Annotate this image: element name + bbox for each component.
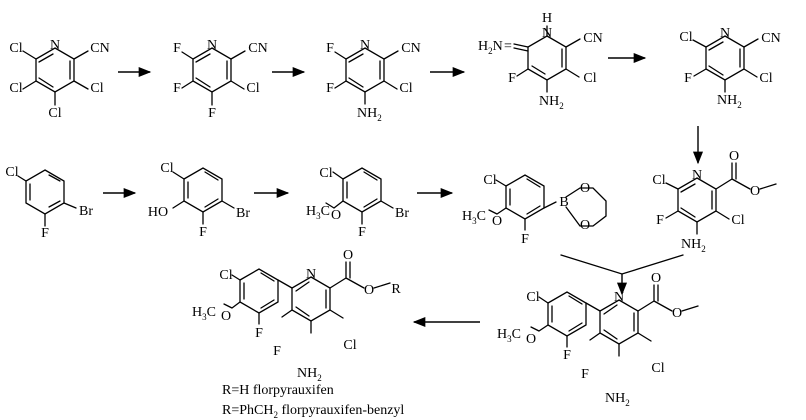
- compound-7-bromochlorofluorophenol: Cl HO Br F: [148, 161, 250, 240]
- compound-9-aryl-dioxaborinane: Cl H3C O B O O F: [462, 173, 607, 247]
- svg-text:F: F: [521, 232, 529, 247]
- svg-text:N: N: [360, 38, 370, 53]
- caption-florpyrauxifen: R=H florpyrauxifen: [222, 383, 334, 398]
- svg-text:HO: HO: [148, 205, 168, 220]
- compound-8-bromochlorofluoroanisole: Cl H3C O Br F: [306, 166, 409, 240]
- svg-text:Br: Br: [236, 206, 250, 221]
- svg-text:F: F: [326, 81, 334, 96]
- svg-text:Cl: Cl: [9, 81, 22, 96]
- svg-text:O: O: [580, 181, 590, 196]
- svg-text:N: N: [50, 38, 60, 53]
- svg-text:H2N: H2N: [478, 39, 503, 56]
- svg-text:CN: CN: [761, 31, 780, 46]
- svg-text:Cl: Cl: [526, 290, 539, 305]
- svg-text:H3C: H3C: [497, 327, 521, 344]
- svg-text:Cl: Cl: [48, 106, 61, 121]
- svg-text:O: O: [672, 306, 682, 321]
- compound-2-trifluoro-chloro-picolinonitrile: N CN F F Cl F: [173, 38, 268, 121]
- compound-11-coupled-methyl-ester: Cl H3C O F N O O F Cl NH2: [497, 271, 699, 408]
- svg-text:O: O: [492, 214, 502, 229]
- svg-text:H3C: H3C: [462, 209, 486, 226]
- compound-4-hydrazinyl-intermediate: H N CN H2N = F Cl NH2: [478, 11, 603, 111]
- svg-text:Cl: Cl: [246, 81, 259, 96]
- compound-10-methyl-aminochlorofluoropicolinate: N O O Cl F Cl NH2: [652, 149, 777, 254]
- svg-text:O: O: [651, 271, 661, 286]
- svg-text:H: H: [542, 11, 552, 26]
- svg-text:CN: CN: [401, 41, 420, 56]
- svg-text:Cl: Cl: [399, 81, 412, 96]
- svg-text:Cl: Cl: [9, 41, 22, 56]
- svg-text:NH2: NH2: [605, 391, 630, 408]
- svg-text:N: N: [207, 38, 217, 53]
- coupling-lines: [560, 254, 684, 275]
- svg-text:F: F: [326, 41, 334, 56]
- svg-text:CN: CN: [583, 31, 602, 46]
- svg-text:H3C: H3C: [192, 305, 216, 322]
- compound-1-tetrachloropicolinonitrile: N CN Cl Cl Cl Cl: [9, 38, 109, 121]
- svg-text:O: O: [729, 149, 739, 164]
- svg-text:F: F: [41, 226, 49, 241]
- svg-text:CN: CN: [248, 41, 267, 56]
- svg-text:B: B: [559, 195, 568, 210]
- svg-text:O: O: [580, 218, 590, 233]
- svg-text:F: F: [581, 367, 589, 382]
- svg-text:F: F: [656, 213, 664, 228]
- svg-text:N: N: [720, 26, 730, 41]
- svg-text:Cl: Cl: [219, 268, 232, 283]
- svg-text:NH2: NH2: [539, 94, 564, 111]
- compound-3-aminopicolinonitrile: N CN F F Cl NH2: [326, 38, 421, 123]
- compound-6-bromochlorofluorobenzene: Cl Br F: [5, 165, 93, 241]
- svg-text:O: O: [750, 184, 760, 199]
- svg-text:O: O: [364, 283, 374, 298]
- svg-text:F: F: [208, 106, 216, 121]
- svg-text:Cl: Cl: [652, 173, 665, 188]
- svg-text:Br: Br: [395, 206, 409, 221]
- svg-text:Cl: Cl: [731, 213, 744, 228]
- svg-text:O: O: [526, 332, 536, 347]
- svg-text:CN: CN: [90, 41, 109, 56]
- svg-text:NH2: NH2: [357, 106, 382, 123]
- svg-text:Br: Br: [79, 204, 93, 219]
- svg-text:F: F: [508, 71, 516, 86]
- compound-12-florpyrauxifen: Cl H3C O F N O O R F Cl NH2: [192, 248, 401, 383]
- svg-text:=: =: [504, 39, 512, 54]
- svg-text:N: N: [614, 290, 624, 305]
- svg-text:O: O: [331, 208, 341, 223]
- svg-text:Cl: Cl: [160, 161, 173, 176]
- svg-text:F: F: [173, 41, 181, 56]
- svg-text:Cl: Cl: [759, 71, 772, 86]
- svg-text:O: O: [221, 309, 231, 324]
- svg-text:N: N: [692, 168, 702, 183]
- svg-text:Cl: Cl: [319, 166, 332, 181]
- svg-text:Cl: Cl: [651, 361, 664, 376]
- svg-text:N: N: [542, 26, 552, 41]
- svg-text:H3C: H3C: [306, 204, 330, 221]
- svg-text:F: F: [173, 81, 181, 96]
- svg-text:F: F: [255, 326, 263, 341]
- svg-text:NH2: NH2: [297, 366, 322, 383]
- svg-text:Cl: Cl: [90, 81, 103, 96]
- compound-5-aminochlorofluoropicolinonitrile: N CN Cl F Cl NH2: [679, 26, 780, 110]
- svg-text:F: F: [199, 225, 207, 240]
- svg-text:NH2: NH2: [681, 237, 706, 254]
- svg-text:Cl: Cl: [679, 30, 692, 45]
- svg-text:F: F: [563, 348, 571, 363]
- svg-text:Cl: Cl: [483, 173, 496, 188]
- svg-text:R: R: [391, 282, 401, 297]
- svg-text:F: F: [273, 344, 281, 359]
- svg-text:NH2: NH2: [717, 93, 742, 110]
- svg-text:F: F: [684, 71, 692, 86]
- svg-text:F: F: [358, 225, 366, 240]
- svg-text:Cl: Cl: [5, 165, 18, 180]
- caption-florpyrauxifen-benzyl: R=PhCH2 florpyrauxifen-benzyl: [222, 403, 404, 420]
- svg-text:N: N: [306, 267, 316, 282]
- svg-text:O: O: [343, 248, 353, 263]
- svg-text:Cl: Cl: [583, 71, 596, 86]
- svg-text:Cl: Cl: [343, 338, 356, 353]
